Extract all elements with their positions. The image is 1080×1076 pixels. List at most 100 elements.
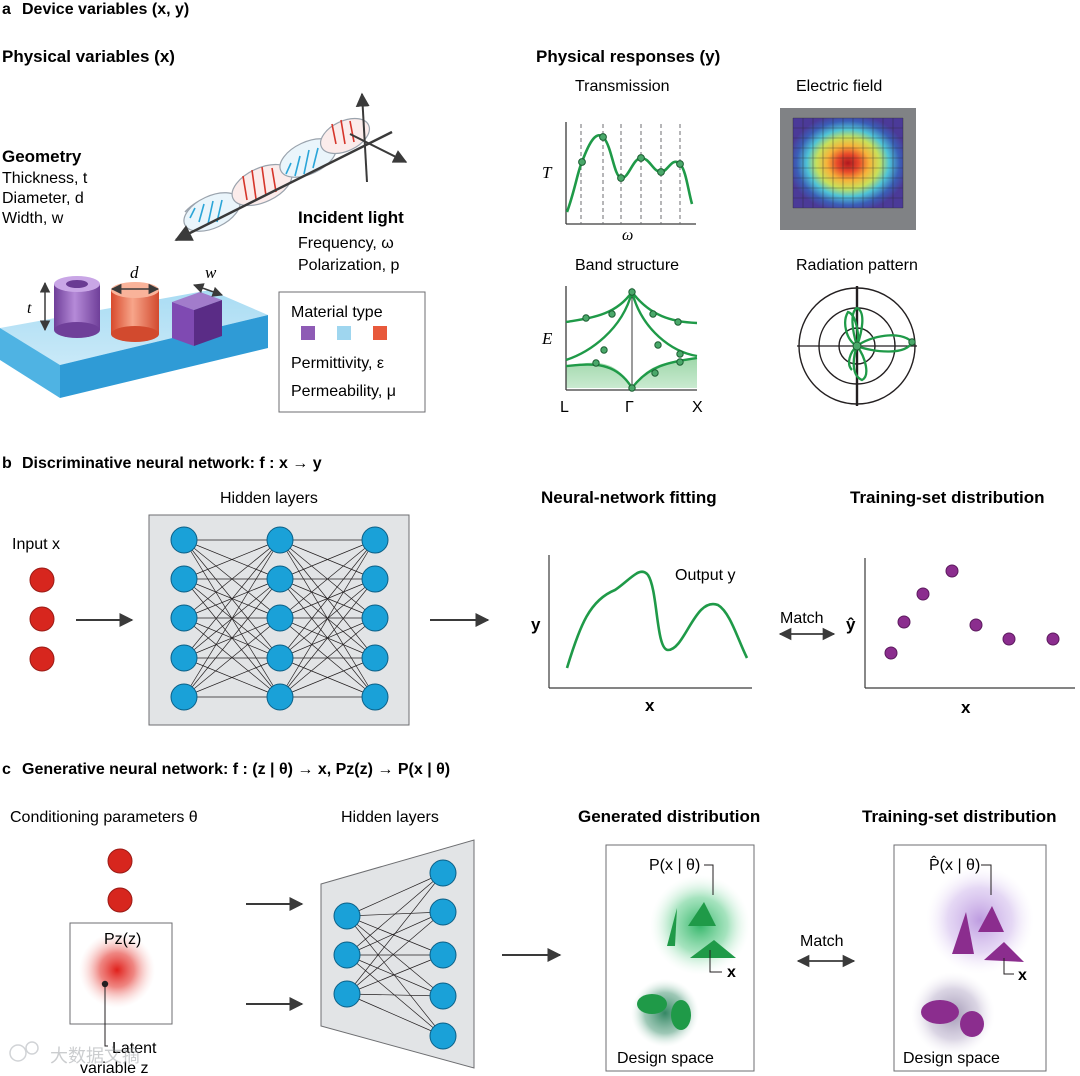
network-c-connections	[346, 872, 444, 1037]
network-c-connection	[346, 911, 444, 995]
training-scatter-plot	[864, 558, 1075, 689]
training-ylabel-b: ŷ	[846, 615, 856, 634]
material-permeability: Permeability, μ	[291, 383, 396, 400]
network-b-neurons	[170, 526, 389, 711]
network-c-connection	[346, 993, 444, 997]
transmission-ylabel: T	[542, 163, 553, 182]
training-title-b: Training-set distribution	[850, 488, 1045, 507]
network-c-connection	[346, 915, 444, 1037]
network-b-neuron	[170, 604, 198, 632]
network-b-connections	[183, 539, 376, 698]
network-b-neuron	[170, 526, 198, 554]
panel-c-heading: Generative neural network: f : (z | θ) →…	[22, 761, 450, 778]
network-b-connection	[183, 578, 281, 698]
network-b-connection	[183, 657, 281, 698]
purple-cylinder	[54, 276, 100, 338]
hidden-layers-label-b: Hidden layers	[220, 490, 318, 507]
network-b-neuron	[361, 644, 389, 672]
training-x-pointer	[1003, 958, 1014, 975]
geometry-item-thickness: Thickness, t	[2, 170, 88, 187]
fitting-title: Neural-network fitting	[541, 488, 717, 507]
geometry-item-width: Width, w	[2, 210, 64, 227]
dim-label-d: d	[130, 263, 139, 282]
network-b-connection	[183, 539, 281, 619]
red-cylinder	[111, 282, 159, 342]
training-title-c: Training-set distribution	[862, 807, 1057, 826]
band-tick-L: L	[560, 399, 569, 416]
geometry-item-diameter: Diameter, d	[2, 190, 84, 207]
network-b-neuron	[266, 683, 294, 711]
network-c-connection	[346, 872, 444, 917]
conditioning-neurons	[107, 848, 133, 913]
network-b-connection	[279, 539, 376, 659]
network-b-connection	[279, 539, 376, 698]
network-b-connection	[183, 617, 281, 698]
transmission-xlabel: ω	[622, 227, 633, 244]
network-c-connection	[346, 872, 444, 995]
hidden-layers-label-c: Hidden layers	[341, 809, 439, 826]
network-b-neuron	[170, 565, 198, 593]
radiation-pattern-title: Radiation pattern	[796, 257, 918, 274]
generated-x-pointer	[709, 950, 722, 973]
radiation-pattern-plot	[797, 286, 917, 406]
panel-c-letter: c	[2, 761, 11, 778]
network-b-connection	[279, 539, 376, 580]
training-dist-pointer	[981, 864, 992, 895]
network-c-connection	[346, 954, 444, 997]
network-c-neuron	[429, 859, 457, 887]
purple-cube	[172, 292, 222, 346]
generated-dist-pointer	[704, 864, 714, 895]
training-space-label: Design space	[903, 1050, 1000, 1067]
match-label-b: Match	[780, 610, 824, 627]
panel-a-heading: Device variables (x, y)	[22, 1, 189, 18]
transmission-plot	[565, 122, 696, 225]
generated-title: Generated distribution	[578, 807, 760, 826]
network-c-neuron	[429, 982, 457, 1010]
latent-distribution	[79, 932, 155, 1008]
band-tick-Gamma: Γ	[625, 399, 634, 416]
fitting-ylabel: y	[531, 615, 541, 634]
fitting-plot	[548, 555, 752, 689]
network-b-neuron	[266, 644, 294, 672]
band-structure-title: Band structure	[575, 257, 679, 274]
physical-responses-title: Physical responses (y)	[536, 47, 720, 66]
generated-shapes	[637, 902, 736, 1030]
material-swatch-purple	[301, 326, 315, 340]
incident-light-polarization: Polarization, p	[298, 257, 399, 274]
fitting-curve-label: Output y	[675, 567, 735, 584]
band-tick-X: X	[692, 399, 703, 416]
incident-light-title: Incident light	[298, 208, 404, 227]
training-dist-label: P̂(x | θ)	[929, 854, 980, 874]
latent-label-line1: Latent	[112, 1040, 157, 1057]
match-label-c: Match	[800, 933, 844, 950]
panel-b-letter: b	[2, 455, 12, 472]
network-c-neuron	[429, 898, 457, 926]
band-structure-ylabel: E	[541, 329, 553, 348]
network-b-neuron	[361, 565, 389, 593]
network-b-neuron	[266, 526, 294, 554]
network-c-neuron	[333, 941, 361, 969]
network-c-neuron	[429, 1022, 457, 1050]
incident-light-wave-illustration	[174, 92, 408, 242]
network-c-connection	[346, 954, 444, 995]
generated-x-label: x	[727, 964, 736, 981]
generated-space-label: Design space	[617, 1050, 714, 1067]
network-b-neuron	[361, 526, 389, 554]
training-x-label: x	[1018, 967, 1027, 984]
material-box	[278, 291, 426, 413]
training-xlabel-b: x	[961, 698, 971, 717]
dim-label-t: t	[27, 300, 32, 317]
watermark-text: 大数据文摘	[50, 1046, 140, 1066]
network-b-connection	[279, 657, 376, 698]
conditioning-label: Conditioning parameters θ	[10, 809, 198, 826]
geometry-title: Geometry	[2, 147, 82, 166]
network-c-connection	[346, 915, 444, 997]
electric-field-title: Electric field	[796, 78, 882, 95]
panel-a-letter: a	[2, 1, 11, 18]
material-permittivity: Permittivity, ε	[291, 355, 384, 372]
network-c-neuron	[429, 941, 457, 969]
network-c-connection	[346, 915, 444, 956]
transmission-title: Transmission	[575, 78, 670, 95]
network-c-neurons	[333, 859, 457, 1050]
network-c-neuron	[333, 902, 361, 930]
